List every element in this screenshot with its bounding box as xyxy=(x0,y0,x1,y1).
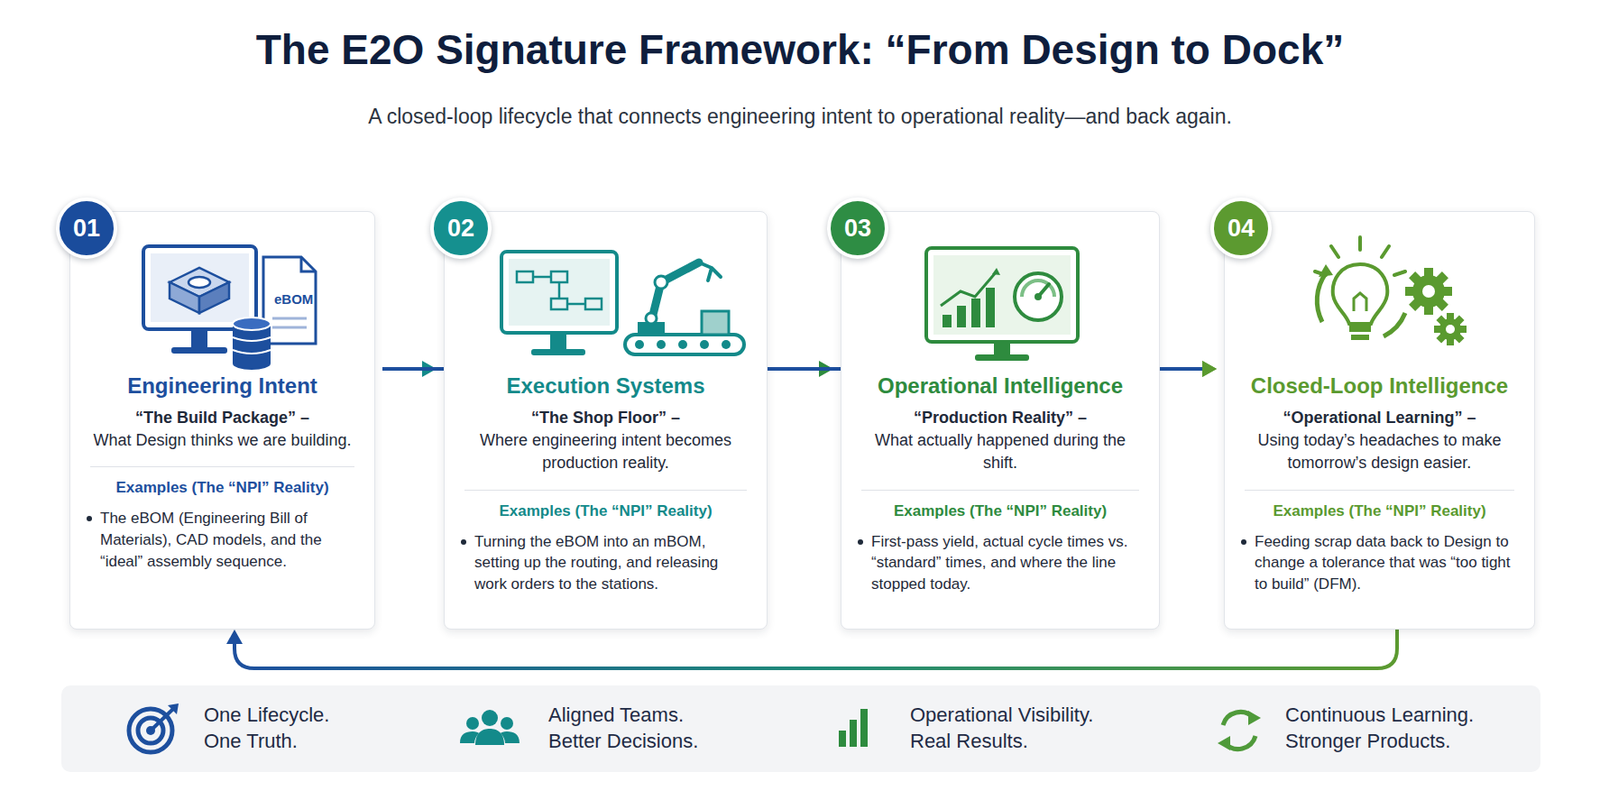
arrow-head xyxy=(226,629,243,644)
band-icons xyxy=(61,685,1541,773)
step-number: 02 xyxy=(430,197,492,259)
divider-line xyxy=(464,489,747,491)
arrow-head xyxy=(1202,360,1217,378)
benefit-text: Continuous Learning. Stronger Products. xyxy=(1285,702,1474,755)
step-number: 01 xyxy=(55,197,118,259)
examples-heading: Examples (The “NPI” Reality) xyxy=(84,478,360,499)
diagram-title: The E2O Signature Framework: “From Desig… xyxy=(0,25,1600,74)
step-number-text: 02 xyxy=(447,214,475,243)
bullet-dot xyxy=(857,539,864,545)
bullet-dot xyxy=(460,539,467,545)
step-number-text: 04 xyxy=(1227,214,1255,243)
bullet-text: The eBOM (Engineering Bill of Materials)… xyxy=(100,507,360,572)
arrow-head xyxy=(1202,360,1217,378)
divider-line xyxy=(1244,489,1515,491)
step-number-text: 01 xyxy=(73,214,101,243)
bullet-row: Feeding scrap data back to Design to cha… xyxy=(1239,531,1520,596)
stage-subtitle: “Production Reality” – What actually hap… xyxy=(855,406,1145,476)
stage-subtitle: “The Build Package” – What Design thinks… xyxy=(84,406,360,452)
examples-heading: Examples (The “NPI” Reality) xyxy=(459,501,753,523)
bullet-row: First-pass yield, actual cycle times vs.… xyxy=(855,531,1145,596)
stage-card: Engineering Intent “The Build Package” – … xyxy=(69,211,376,630)
stage-subtitle: “The Shop Floor” – Where engineering int… xyxy=(459,406,753,476)
stage-title: Execution Systems xyxy=(459,372,753,400)
stage-card: Operational Intelligence “Production Real… xyxy=(840,211,1160,630)
bullet-text: Turning the eBOM into an mBOM, setting u… xyxy=(474,531,753,596)
analytics-illustration xyxy=(841,211,1161,375)
diagram-caption: A closed-loop lifecycle that connects en… xyxy=(0,104,1600,129)
examples-heading: Examples (The “NPI” Reality) xyxy=(1239,501,1520,523)
benefit-text: Aligned Teams. Better Decisions. xyxy=(548,702,699,755)
bullet-dot xyxy=(86,515,92,522)
stage-title: Closed-Loop Intelligence xyxy=(1239,372,1520,400)
stage-title: Engineering Intent xyxy=(84,372,360,400)
step-number-text: 03 xyxy=(844,214,872,243)
learning-illustration xyxy=(1224,211,1536,375)
bullet-text: Feeding scrap data back to Design to cha… xyxy=(1254,531,1520,596)
bullet-text: First-pass yield, actual cycle times vs.… xyxy=(871,531,1145,596)
design-illustration xyxy=(70,211,377,375)
step-number: 04 xyxy=(1210,197,1272,259)
illustration-label: eBOM xyxy=(274,291,313,307)
stage-card: Closed-Loop Intelligence “Operational Lea… xyxy=(1223,211,1536,630)
stage-title: Operational Intelligence xyxy=(855,372,1145,400)
benefit-text: Operational Visibility. Real Results. xyxy=(910,702,1094,755)
divider-line xyxy=(861,489,1140,491)
flow-arrow xyxy=(226,629,1398,669)
step-number: 03 xyxy=(827,197,889,259)
stage-subtitle: “Operational Learning” – Using today’s h… xyxy=(1239,406,1520,476)
examples-heading: Examples (The “NPI” Reality) xyxy=(855,501,1145,523)
stage-card: Execution Systems “The Shop Floor” – Wher… xyxy=(443,211,768,630)
bullet-row: Turning the eBOM into an mBOM, setting u… xyxy=(459,531,753,596)
bullet-dot xyxy=(1241,539,1247,545)
benefit-text: One Lifecycle. One Truth. xyxy=(203,702,330,755)
benefits-band: One Lifecycle. One Truth. Aligned Teams. … xyxy=(61,685,1541,773)
bullet-row: The eBOM (Engineering Bill of Materials)… xyxy=(84,507,360,572)
divider-line xyxy=(90,466,355,468)
shopfloor-illustration xyxy=(444,211,769,375)
